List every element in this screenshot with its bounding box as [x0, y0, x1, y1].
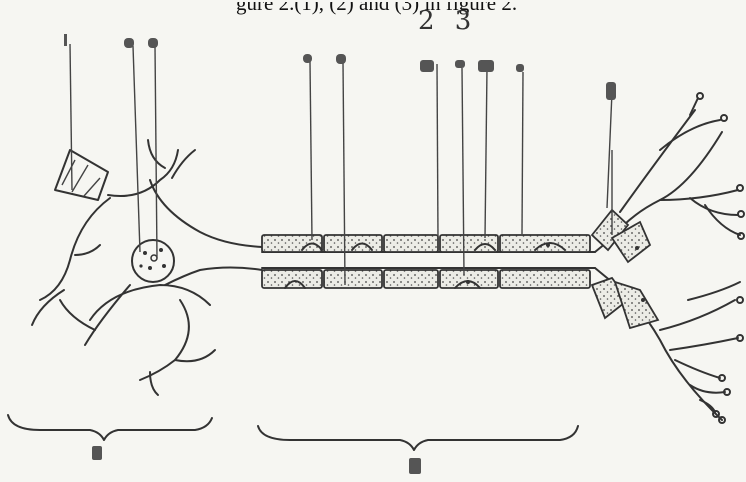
nucleus [132, 240, 174, 282]
brace-cell-body [8, 415, 212, 440]
nissl-granule [55, 150, 108, 200]
cell-body-outline [150, 180, 262, 285]
label-marks [64, 34, 616, 474]
myelin-sheath-lower [262, 270, 590, 288]
axon-terminals [592, 93, 744, 423]
myelin-sheath-upper [262, 235, 590, 252]
brace-axon [258, 426, 578, 450]
